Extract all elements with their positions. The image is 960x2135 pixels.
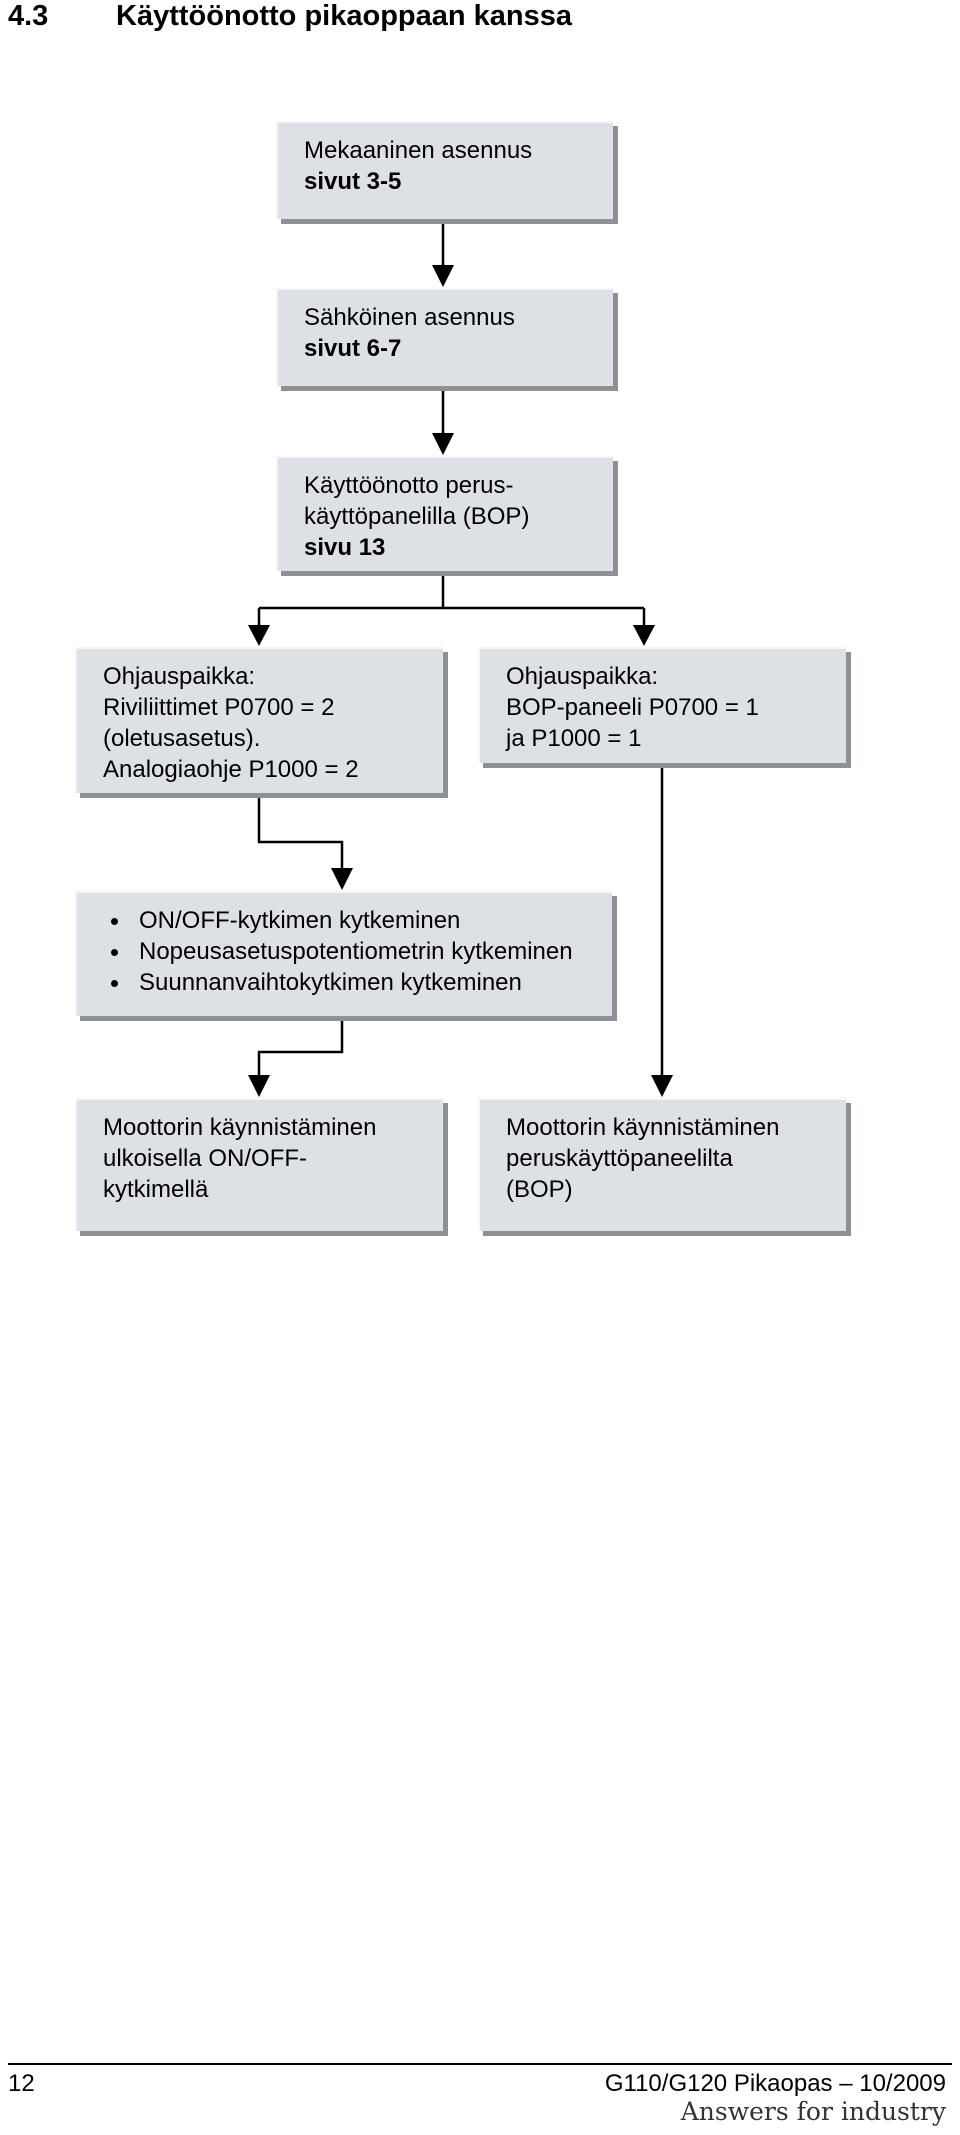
mechanical-title: Mekaaninen asennus <box>304 137 533 164</box>
electrical-installation-box: Sähköinen asennus sivut 6-7 <box>276 288 613 386</box>
start-bop-box: Moottorin käynnistäminen peruskäyttöpane… <box>478 1098 846 1231</box>
mechanical-pages: sivut 3-5 <box>304 168 402 195</box>
arrowhead-panel <box>633 625 655 646</box>
start-external-line3: kytkimellä <box>103 1176 209 1203</box>
arrowhead-wiring <box>331 868 353 890</box>
section-number: 4.3 <box>8 0 49 32</box>
panel-line3: ja P1000 = 1 <box>506 725 642 752</box>
bop-page: sivu 13 <box>304 534 386 561</box>
start-external-line1: Moottorin käynnistäminen <box>103 1114 377 1141</box>
section-title: Käyttöönotto pikaoppaan kanssa <box>116 0 573 32</box>
bop-control-box: Ohjauspaikka: BOP-paneeli P0700 = 1 ja P… <box>478 647 846 763</box>
flowchart-connectors <box>248 222 673 1097</box>
bop-title-line2: käyttöpanelilla (BOP) <box>304 503 530 530</box>
terminals-line1: Ohjauspaikka: <box>103 663 256 690</box>
wiring-steps-box: ON/OFF-kytkimen kytkeminen Nopeusasetusp… <box>75 891 612 1016</box>
terminals-line2: Riviliittimet P0700 = 2 <box>103 694 335 721</box>
arrowhead-terminals <box>248 625 270 646</box>
panel-line2: BOP-paneeli P0700 = 1 <box>506 694 759 721</box>
bop-commissioning-box: Käyttöönotto perus- käyttöpanelilla (BOP… <box>276 456 613 571</box>
company-slogan: Answers for industry <box>680 2097 946 2126</box>
wiring-steps-list: ON/OFF-kytkimen kytkeminen Nopeusasetusp… <box>101 905 586 998</box>
connector-wiring-startext <box>257 1019 344 1075</box>
start-bop-line2: peruskäyttöpaneelilta <box>506 1145 733 1172</box>
start-bop-line1: Moottorin käynnistäminen <box>506 1114 780 1141</box>
arrowhead-start-bop <box>651 1075 673 1097</box>
electrical-title: Sähköinen asennus <box>304 304 515 331</box>
page-number: 12 <box>8 2070 35 2097</box>
arrowhead-electrical <box>432 265 454 287</box>
wiring-step: ON/OFF-kytkimen kytkeminen <box>101 905 586 936</box>
bop-title-line1: Käyttöönotto perus- <box>304 472 514 499</box>
terminal-control-box: Ohjauspaikka: Riviliittimet P0700 = 2 (o… <box>75 647 443 793</box>
arrowhead-start-external <box>248 1075 270 1097</box>
start-bop-line3: (BOP) <box>506 1176 573 1203</box>
document-reference: G110/G120 Pikaopas – 10/2009 <box>604 2070 946 2097</box>
start-external-box: Moottorin käynnistäminen ulkoisella ON/O… <box>75 1098 443 1231</box>
electrical-pages: sivut 6-7 <box>304 335 402 362</box>
commissioning-flowchart: Mekaaninen asennus sivut 3-5 Sähköinen a… <box>75 121 846 1231</box>
wiring-step: Suunnanvaihtokytkimen kytkeminen <box>101 967 586 998</box>
terminals-line4: Analogiaohje P1000 = 2 <box>103 756 359 783</box>
terminals-line3: (oletusasetus). <box>103 725 261 752</box>
wiring-step: Nopeusasetuspotentiometrin kytkeminen <box>101 936 586 967</box>
footer-rule <box>8 2063 952 2065</box>
section-heading: 4.3 Käyttöönotto pikaoppaan kanssa <box>8 0 572 33</box>
start-external-line2: ulkoisella ON/OFF- <box>103 1145 308 1172</box>
panel-line1: Ohjauspaikka: <box>506 663 659 690</box>
mechanical-installation-box: Mekaaninen asennus sivut 3-5 <box>276 121 613 219</box>
arrowhead-bop <box>432 433 454 455</box>
connector-terminals-wiring <box>257 797 344 868</box>
